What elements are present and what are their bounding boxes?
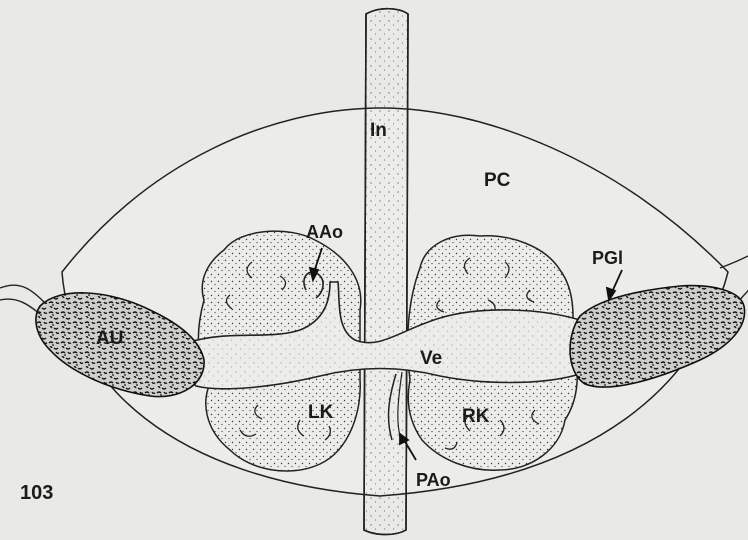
figure-number: 103 (20, 482, 53, 504)
label-au: AU (96, 328, 123, 349)
label-lk: LK (308, 402, 334, 423)
intestine-tube (364, 9, 408, 535)
label-in: In (370, 120, 387, 141)
label-ve: Ve (420, 348, 442, 369)
label-aao: AAo (306, 222, 343, 242)
label-rk: RK (462, 406, 490, 427)
label-pao: PAo (416, 470, 451, 490)
label-pc: PC (484, 170, 511, 191)
label-pgl: PGl (592, 248, 623, 268)
